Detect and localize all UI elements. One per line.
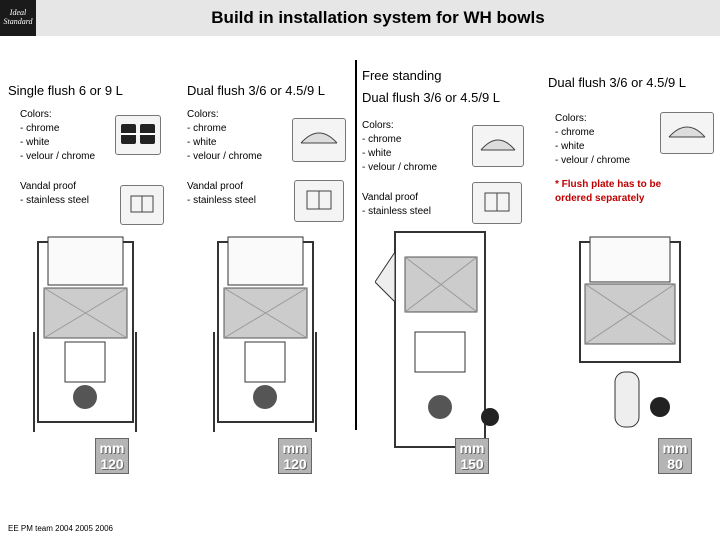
column-3-color-3: - velour / chrome [362, 162, 438, 173]
column-3-colors-label: Colors: [362, 120, 394, 131]
depth-badge: mm 150 [455, 438, 489, 474]
badge-unit: mm [662, 440, 688, 456]
column-1-vandal-label: Vandal proof [20, 181, 76, 192]
column-2-colors-label: Colors: [187, 109, 219, 120]
column-2-color-1: - chrome [187, 123, 227, 134]
column-4-note-line1: * Flush plate has to be [555, 179, 662, 190]
column-2-vandal-label: Vandal proof [187, 181, 243, 192]
column-4-note-line2: ordered separately [555, 193, 645, 204]
footer-text: EE PM team 2004 2005 2006 [8, 524, 113, 533]
page-title: Build in installation system for WH bowl… [211, 8, 545, 27]
column-3-color-1: - chrome [362, 134, 402, 145]
vandal-plate-image [120, 185, 164, 225]
badge-unit: mm [282, 440, 308, 456]
badge-value: 120 [100, 456, 124, 472]
column-4-color-3: - velour / chrome [555, 155, 631, 166]
column-2-heading: Dual flush 3/6 or 4.5/9 L [187, 83, 326, 98]
installation-frame-image [33, 236, 137, 432]
column-4-color-2: - white [555, 141, 585, 152]
column-3-vandal-item: - stainless steel [362, 206, 431, 217]
column-3-vandal-label: Vandal proof [362, 192, 418, 203]
flush-plate-image [472, 125, 524, 167]
column-1-color-2: - white [20, 137, 50, 148]
column-4-heading: Dual flush 3/6 or 4.5/9 L [548, 75, 687, 90]
flush-plate-image [115, 115, 161, 155]
flush-plate-image [660, 112, 714, 154]
column-1-vandal-item: - stainless steel [20, 195, 89, 206]
badge-value: 150 [460, 456, 484, 472]
logo-line1: Ideal [9, 8, 27, 17]
column-1-colors-label: Colors: [20, 109, 52, 120]
depth-badge: mm 120 [95, 438, 129, 474]
depth-badge: mm 80 [658, 438, 692, 474]
badge-unit: mm [459, 440, 485, 456]
logo-line2: Standard [3, 17, 33, 26]
badge-value: 120 [283, 456, 307, 472]
column-2-vandal-item: - stainless steel [187, 195, 256, 206]
column-2-color-3: - velour / chrome [187, 151, 263, 162]
title-bar: Ideal Standard Build in installation sys… [0, 0, 720, 36]
column-4-colors-label: Colors: [555, 113, 587, 124]
column-divider [355, 60, 357, 430]
ideal-standard-logo: Ideal Standard [0, 0, 36, 36]
column-3-heading-line1: Free standing [362, 68, 442, 83]
badge-value: 80 [667, 456, 683, 472]
depth-badge: mm 120 [278, 438, 312, 474]
column-3-color-2: - white [362, 148, 392, 159]
badge-unit: mm [99, 440, 125, 456]
column-1-heading: Single flush 6 or 9 L [8, 83, 123, 98]
column-4-color-1: - chrome [555, 127, 595, 138]
column-1-color-3: - velour / chrome [20, 151, 96, 162]
installation-frame-image [213, 236, 317, 432]
flush-plate-image [292, 118, 346, 162]
vandal-plate-image [472, 182, 522, 224]
vandal-plate-image [294, 180, 344, 222]
column-3-heading-line2: Dual flush 3/6 or 4.5/9 L [362, 90, 501, 105]
installation-frame-image [375, 231, 499, 448]
installation-frame-image [579, 236, 681, 428]
column-2-color-2: - white [187, 137, 217, 148]
column-1-color-1: - chrome [20, 123, 60, 134]
